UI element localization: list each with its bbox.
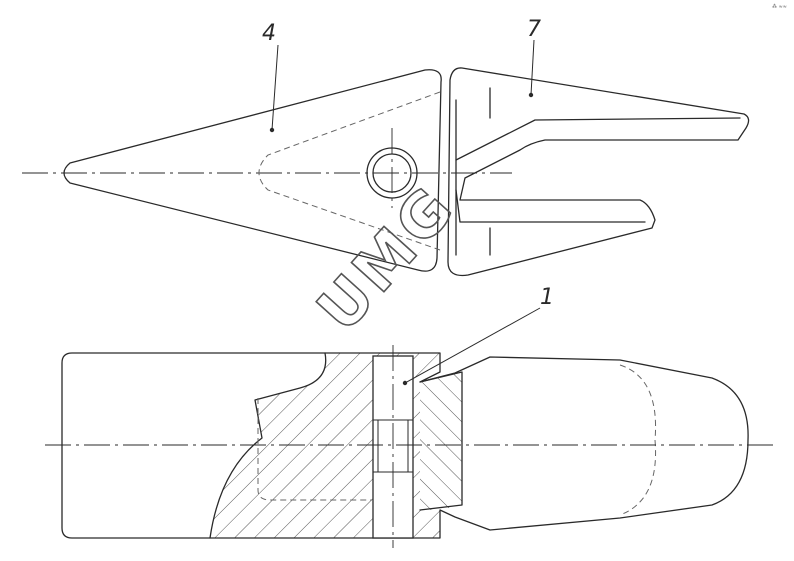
top-view: 4 7 [22,17,750,277]
leader-7 [530,39,535,96]
tooth-hidden-cavity [258,91,441,251]
adapter-slot-upper [455,117,741,161]
section-view: 1 [45,285,775,548]
callout-1: 1 [540,285,554,310]
leader-1 [404,307,541,384]
leader-4 [271,44,279,131]
adapter-insert-outline [419,371,463,511]
section-boundary [209,352,327,539]
corner-mark: ⁂ ≈≈ [772,3,787,10]
leader-1-dot [402,380,408,386]
hidden-adapter-nose [257,398,372,501]
leader-4-dot [269,127,275,133]
tooth-body-outline [61,352,749,539]
adapter-slot-lower [455,189,646,223]
adapter-outline [447,67,750,277]
tooth-outline [63,69,442,272]
adapter-insert-hatch [420,372,462,510]
callout-7: 7 [527,17,541,42]
callout-4: 4 [262,21,276,46]
hidden-tooth-tip [619,364,657,516]
leader-7-dot [528,92,534,98]
